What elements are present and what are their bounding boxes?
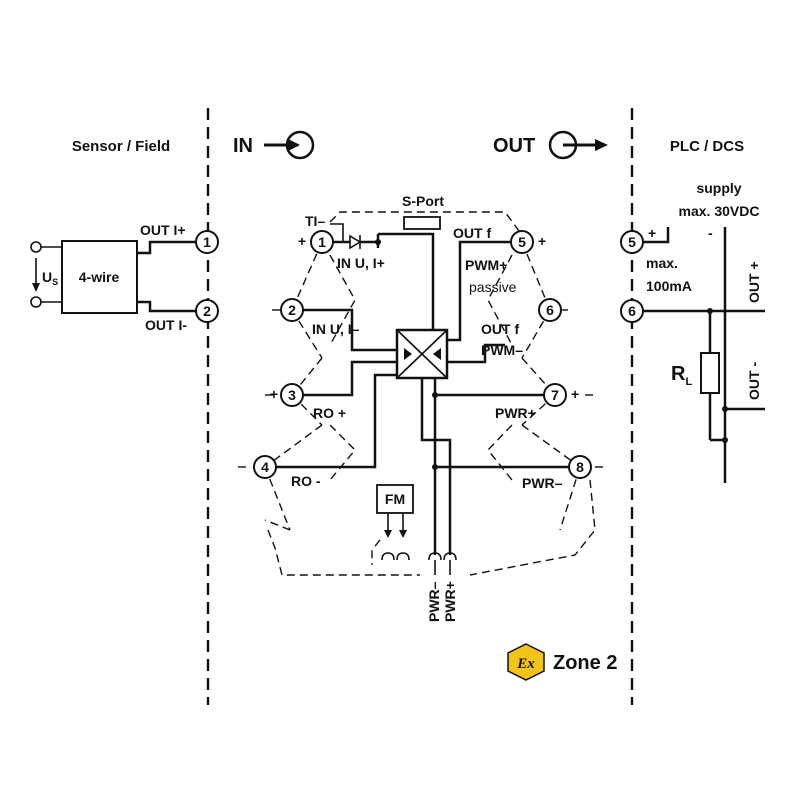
svg-text:3: 3: [288, 387, 296, 403]
sensor-terminal-2: 2: [195, 299, 219, 323]
terminal-1-polarity: +: [298, 233, 306, 249]
bus-pwr-minus-label: PWR–: [426, 581, 442, 622]
in-u-i-minus-label: IN U, I–: [312, 321, 360, 337]
plc-minus-sign: -: [708, 225, 713, 241]
supply-terminal-top: [30, 241, 42, 253]
ti-minus-label: TI–: [305, 213, 325, 229]
ex-hexagon-icon: [507, 643, 545, 681]
module-terminal-1: 1: [310, 230, 334, 254]
out-f-mid-label: OUT f: [481, 321, 519, 337]
header-sensor-field: Sensor / Field: [72, 138, 170, 155]
transmitter-label: 4-wire: [79, 269, 120, 285]
plc-terminal-6: 6: [620, 299, 644, 323]
rl-label: RL: [671, 363, 692, 388]
out-minus-label: OUT -: [746, 362, 762, 400]
diode-icon: [349, 234, 362, 250]
bus-connectors: [381, 552, 457, 575]
svg-text:4: 4: [261, 459, 269, 475]
terminal-3-polarity: +: [270, 386, 278, 402]
module-terminal-6: 6: [538, 298, 562, 322]
svg-text:2: 2: [288, 302, 296, 318]
isolator-block: [395, 328, 449, 380]
pwm-plus-label: PWM+: [465, 257, 507, 273]
s-port: S-Port: [402, 193, 444, 230]
sensor-terminal-1: 1: [195, 230, 219, 254]
pwm-minus-label: PWM–: [481, 342, 523, 358]
header-out: OUT: [493, 135, 535, 157]
supply-label: supply: [696, 180, 741, 196]
svg-text:5: 5: [518, 234, 526, 250]
in-u-i-plus-label: IN U, I+: [337, 255, 385, 271]
svg-text:1: 1: [318, 234, 326, 250]
module-terminal-8: 8: [568, 455, 592, 479]
fm-block: FM: [376, 484, 414, 538]
module-terminal-2: 2: [280, 298, 304, 322]
module-terminal-5: 5: [510, 230, 534, 254]
module-terminal-4: 4: [253, 455, 277, 479]
output-arrow-icon: [548, 130, 608, 160]
ro-minus-label: RO -: [291, 473, 321, 489]
input-arrow-icon: [264, 130, 315, 160]
plc-terminal-5: 5: [620, 230, 644, 254]
header-in: IN: [233, 135, 253, 157]
svg-text:2: 2: [203, 303, 211, 319]
ex-mark: Ex: [516, 656, 535, 672]
svg-text:6: 6: [628, 303, 636, 319]
max-current-label-1: max.: [646, 255, 678, 271]
bus-pwr-plus-label: PWR+: [442, 581, 458, 622]
module-terminal-3: 3: [280, 383, 304, 407]
svg-text:1: 1: [203, 234, 211, 250]
module-terminal-7: 7: [543, 383, 567, 407]
internal-wiring: [276, 223, 570, 555]
pwr-minus-label: PWR–: [522, 475, 563, 491]
max-current-label-2: 100mA: [646, 278, 692, 294]
header-plc-dcs: PLC / DCS: [670, 138, 744, 155]
terminal-5-polarity: +: [538, 233, 546, 249]
ex-zone-badge: Ex Zone 2: [507, 643, 617, 681]
sensor-section: US 4-wire OUT I+ OUT I- 1 2: [30, 222, 219, 333]
svg-text:8: 8: [576, 459, 584, 475]
out-f-top-label: OUT f: [453, 225, 491, 241]
s-port-label: S-Port: [402, 193, 444, 209]
fm-label: FM: [385, 491, 405, 507]
supply-voltage-arrow-icon: [32, 258, 40, 292]
out-i-minus-label: OUT I-: [145, 317, 187, 333]
ro-plus-label: RO +: [313, 405, 346, 421]
out-i-plus-label: OUT I+: [140, 222, 186, 238]
us-label: US: [42, 269, 58, 287]
load-resistor: [700, 352, 720, 394]
plc-section: supply max. 30VDC 5 + - max. 100mA 6 RL …: [620, 180, 765, 483]
zone-label: Zone 2: [553, 652, 617, 674]
svg-text:5: 5: [628, 234, 636, 250]
max-voltage-label: max. 30VDC: [679, 203, 760, 219]
supply-terminal-bottom: [30, 296, 42, 308]
pwr-plus-label: PWR+: [495, 405, 536, 421]
terminal-7-polarity: +: [571, 386, 579, 402]
transmitter-box: [61, 240, 138, 314]
out-plus-label: OUT +: [746, 261, 762, 303]
passive-label: passive: [469, 279, 517, 295]
svg-text:7: 7: [551, 387, 559, 403]
svg-text:6: 6: [546, 302, 554, 318]
plc-plus-sign: +: [648, 225, 656, 241]
